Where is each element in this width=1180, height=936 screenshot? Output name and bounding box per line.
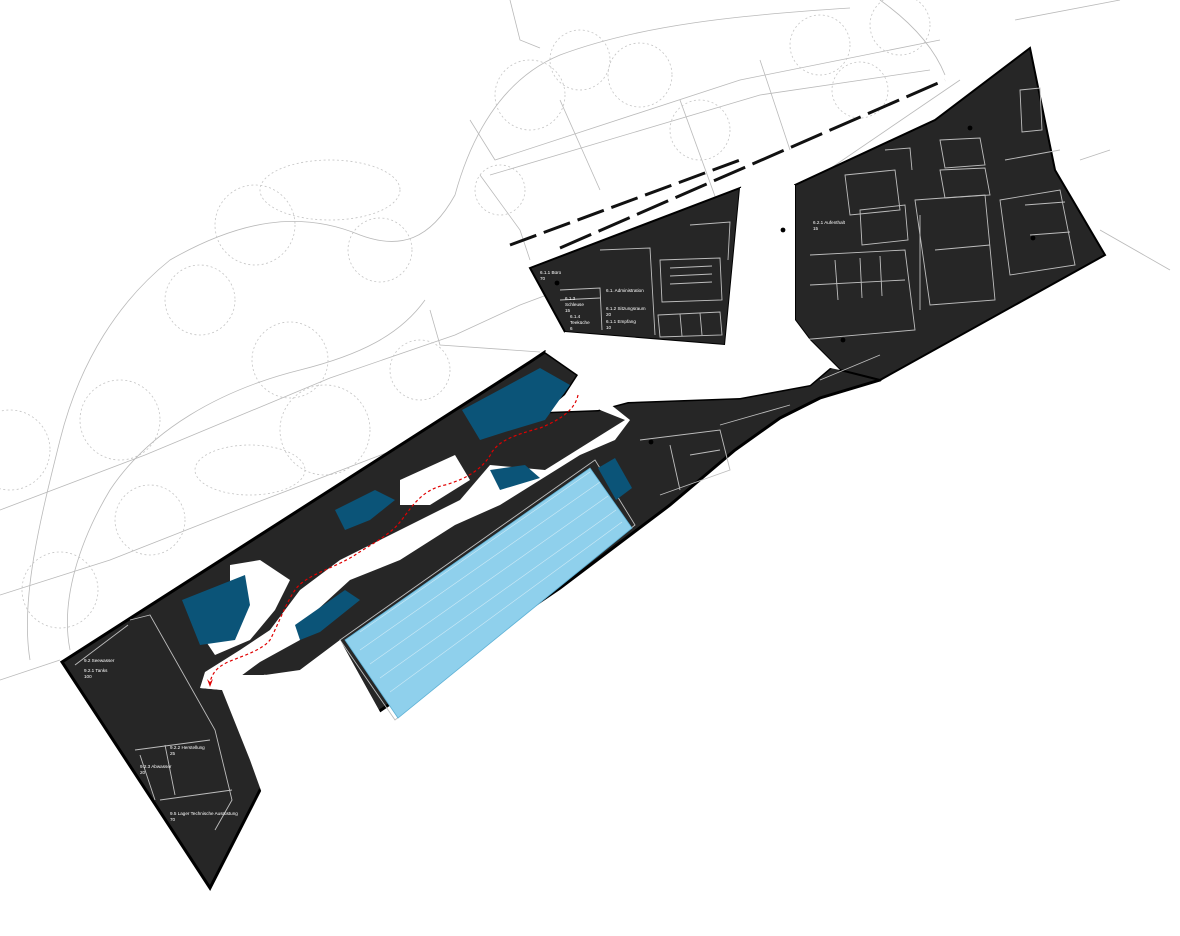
label-schleuse-area: 15 [565, 308, 571, 313]
label-empfang-name: 6.1.1 Empfang [606, 319, 636, 324]
basin-2 [490, 465, 540, 490]
svg-text:6.2.1 Aufenthalt 15: 6.2.1 Aufenthalt 15 [813, 220, 846, 231]
label-tanks-name: 9.2.1 Tanks [84, 668, 108, 673]
basin-5 [182, 575, 250, 645]
label-herstellung-area: 25 [170, 751, 176, 756]
label-aufenthalt-name: 6.2.1 Aufenthalt [813, 220, 846, 225]
label-empfang-area: 10 [606, 325, 612, 330]
label-schleuse-name: Schleuse [565, 302, 584, 307]
entrance-plaza [545, 185, 840, 412]
circulation-path [209, 394, 579, 683]
svg-text:6.1.2 Sitzungsraum 20: 6.1.2 Sitzungsraum 20 [606, 306, 647, 317]
circulation-arrow [207, 679, 213, 687]
label-schleuse-num: 6.1.3 [565, 296, 576, 301]
svg-text:9.2.3 Abwasser 20: 9.2.3 Abwasser 20 [140, 764, 173, 775]
basin-1 [462, 368, 570, 440]
basin-4 [295, 590, 360, 640]
right-building [794, 46, 1107, 382]
basin-3 [335, 490, 395, 530]
label-teekueche-area: 6 [570, 326, 573, 331]
svg-text:9.2.1 Tanks 100: 9.2.1 Tanks 100 [84, 668, 109, 679]
label-teekueche-num: 6.1.4 [570, 314, 581, 319]
label-aufenthalt-area: 15 [813, 226, 819, 231]
room-labels: 6.1.1 Büro 70 6.1. Administration 6.1.3 … [84, 220, 846, 822]
label-sitzungsraum-name: 6.1.2 Sitzungsraum [606, 306, 646, 311]
open-areas [200, 185, 840, 810]
label-buero-name: 6.1.1 Büro [540, 270, 562, 275]
label-buero-area: 70 [540, 276, 546, 281]
svg-text:9.2.2 Herstellung 25: 9.2.2 Herstellung 25 [170, 745, 206, 756]
label-teekueche-name: Teeküche [570, 320, 590, 325]
label-abwasser-area: 20 [140, 770, 146, 775]
label-herstellung-name: 9.2.2 Herstellung [170, 745, 205, 750]
label-seewasser: 9.2 Seewasser [84, 658, 115, 663]
markers [554, 125, 1036, 445]
svg-text:6.1.4 Teeküche 6: 6.1.4 Teeküche 6 [570, 314, 591, 331]
water-features [182, 368, 633, 719]
svg-text:6.1.3 Schleuse 15: 6.1.3 Schleuse 15 [565, 296, 585, 313]
label-lager-name: 9.5 Lager Technische Ausrüstung [170, 811, 238, 816]
small-pool [598, 458, 632, 500]
main-pool [344, 467, 633, 719]
svg-text:9.5 Lager Technische Ausrüstun: 9.5 Lager Technische Ausrüstung 70 [170, 811, 239, 822]
label-administration: 6.1. Administration [606, 288, 644, 293]
svg-text:6.1.1 Büro 70: 6.1.1 Büro 70 [540, 270, 562, 281]
label-sitzungsraum-area: 20 [606, 312, 612, 317]
label-tanks-area: 100 [84, 674, 92, 679]
label-lager-area: 70 [170, 817, 176, 822]
label-abwasser-name: 9.2.3 Abwasser [140, 764, 172, 769]
courtyard-path [200, 380, 630, 690]
site-context [0, 0, 1171, 681]
svg-text:6.1.1 Empfang 10: 6.1.1 Empfang 10 [606, 319, 637, 330]
